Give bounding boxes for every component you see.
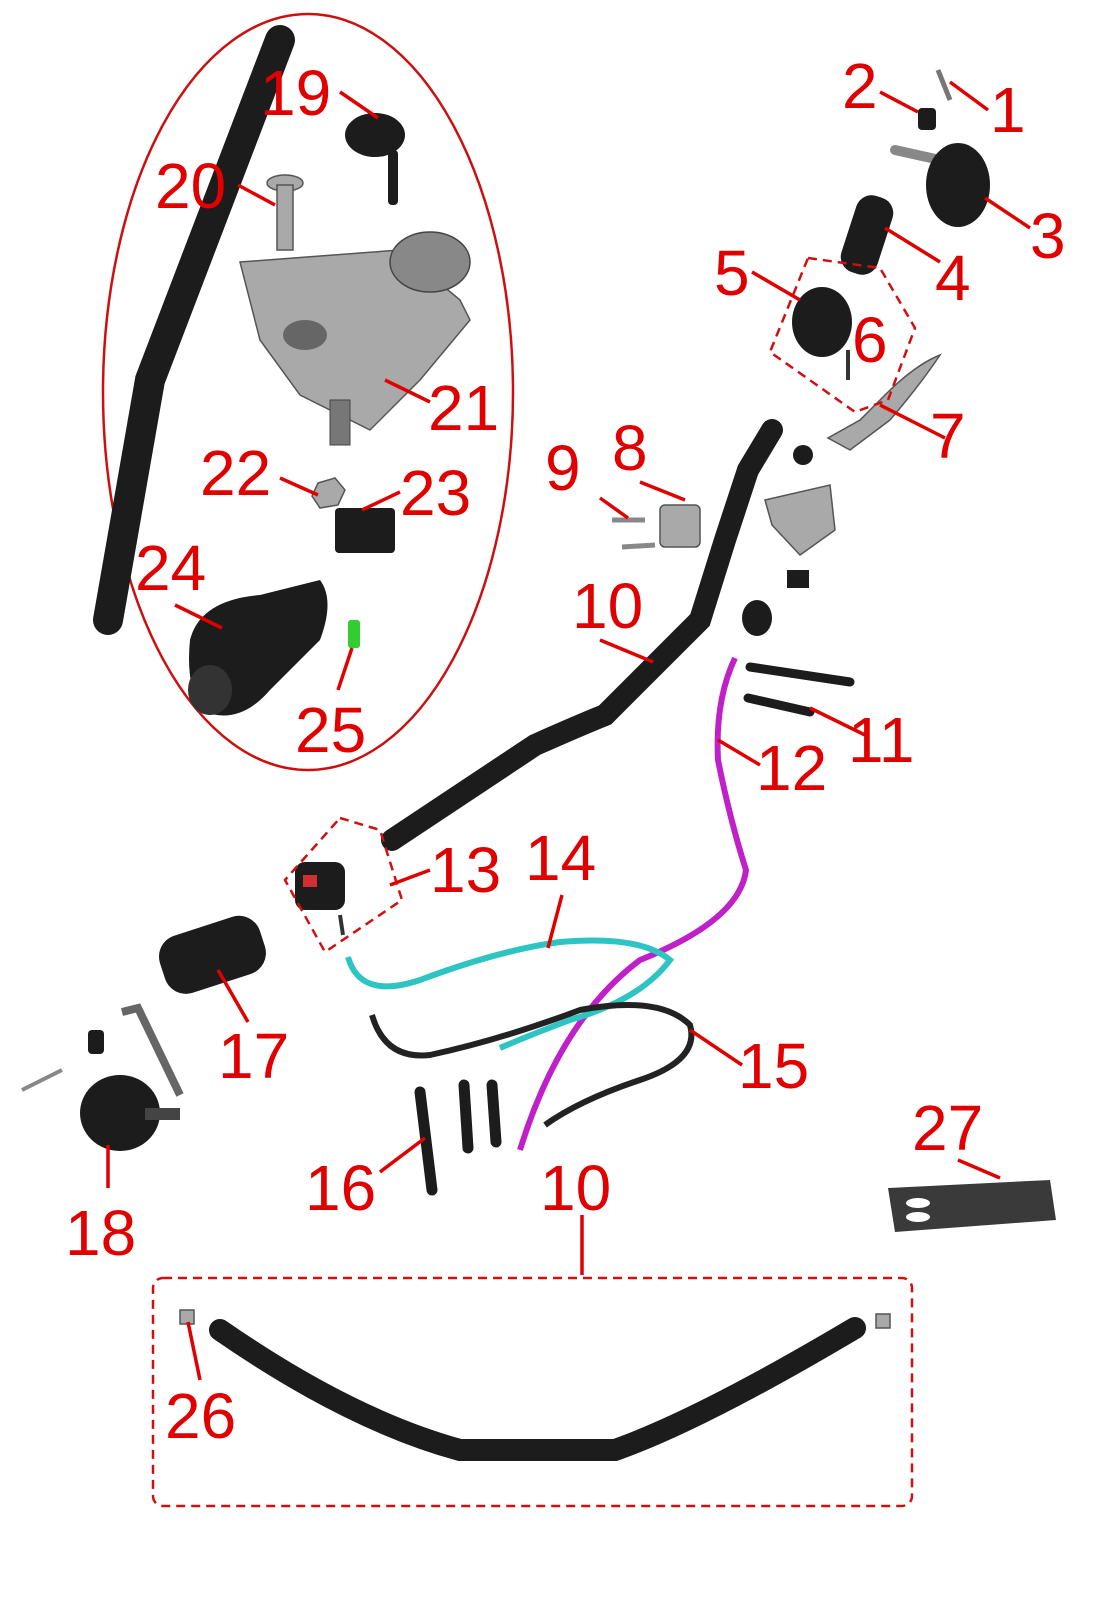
group-10-bottom <box>151 1276 914 1508</box>
callout-14: 14 <box>525 822 596 894</box>
mirror-bolt-icon <box>918 108 936 130</box>
callout-5: 5 <box>714 237 750 309</box>
callout-1: 1 <box>990 74 1026 146</box>
left-grip-icon <box>158 915 266 994</box>
clutch-master-cylinder-icon <box>239 231 471 446</box>
callout-9: 9 <box>545 432 581 504</box>
callout-labels: 1 2 3 4 5 6 7 8 9 10 11 12 13 14 15 16 1… <box>65 50 1066 1452</box>
callout-12: 12 <box>756 732 827 804</box>
handlebar-main <box>381 419 783 851</box>
lever-holder-icon <box>188 580 328 716</box>
callout-27: 27 <box>912 1092 983 1164</box>
throttle-grip-icon <box>840 195 894 275</box>
mounting-plate-icon <box>888 1180 1056 1232</box>
callout-16: 16 <box>305 1152 376 1224</box>
callout-13: 13 <box>430 834 501 906</box>
handlebar-clamp-icon <box>612 504 701 550</box>
screw-icon <box>935 69 953 101</box>
group-13 <box>283 816 404 954</box>
detail-ellipse <box>101 12 515 772</box>
callout-18: 18 <box>65 1197 136 1269</box>
bolt-icon <box>266 174 304 251</box>
callout-23: 23 <box>400 457 471 529</box>
callout-4: 4 <box>935 242 971 314</box>
throttle-cable <box>345 937 675 1051</box>
callout-24: 24 <box>135 532 206 604</box>
callout-26: 26 <box>165 1380 236 1452</box>
right-switch-housing-icon <box>792 287 852 380</box>
callout-7: 7 <box>930 400 966 472</box>
end-cap-icon <box>875 1313 891 1329</box>
callout-6: 6 <box>852 304 888 376</box>
callout-21: 21 <box>428 372 499 444</box>
leader-lines <box>106 80 1031 1381</box>
brake-lever-icon <box>826 353 942 451</box>
callout-20: 20 <box>155 150 226 222</box>
callout-17: 17 <box>218 1020 289 1092</box>
callout-3: 3 <box>1030 200 1066 272</box>
callout-2: 2 <box>842 50 878 122</box>
handlebar-straight <box>209 1317 866 1461</box>
callout-15: 15 <box>738 1030 809 1102</box>
adjuster-knob-icon <box>345 113 405 205</box>
pin-icon <box>348 620 360 648</box>
nut-icon <box>311 477 346 509</box>
clutch-assembly-icon <box>742 445 836 636</box>
mirror-icon <box>890 143 990 227</box>
clutch-switch-icon <box>335 508 395 553</box>
clutch-cable <box>369 1002 695 1128</box>
callout-8: 8 <box>612 412 648 484</box>
left-mirror-icon <box>21 1003 184 1151</box>
callout-22: 22 <box>200 437 271 509</box>
left-switch-housing-icon <box>295 862 345 936</box>
callout-11: 11 <box>848 704 914 776</box>
choke-cable <box>517 656 750 1151</box>
callout-19: 19 <box>260 57 331 129</box>
callout-25: 25 <box>295 694 366 766</box>
callout-10-bottom: 10 <box>540 1152 611 1224</box>
callout-10-top: 10 <box>572 570 643 642</box>
handlebar-icon <box>93 25 295 635</box>
cable-tie-icon <box>414 1079 502 1196</box>
end-cap-icon <box>179 1309 195 1325</box>
cable-strap-icon <box>743 662 855 717</box>
